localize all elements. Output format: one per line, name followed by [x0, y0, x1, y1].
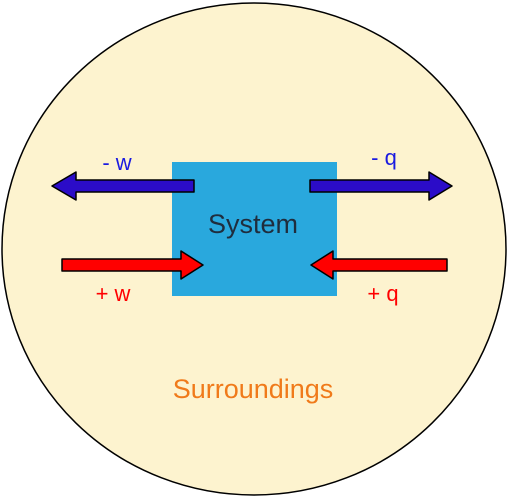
heat-out-label: - q — [371, 145, 397, 170]
work-out-arrow — [51, 171, 195, 201]
heat-in-label: + q — [367, 281, 398, 306]
heat-in-arrow — [310, 250, 448, 280]
work-in-arrow — [61, 250, 204, 280]
surroundings-label: Surroundings — [173, 374, 334, 404]
system-label: System — [208, 209, 298, 239]
work-in-label: + w — [96, 281, 131, 306]
heat-out-arrow — [309, 171, 453, 201]
work-out-label: - w — [102, 150, 131, 175]
